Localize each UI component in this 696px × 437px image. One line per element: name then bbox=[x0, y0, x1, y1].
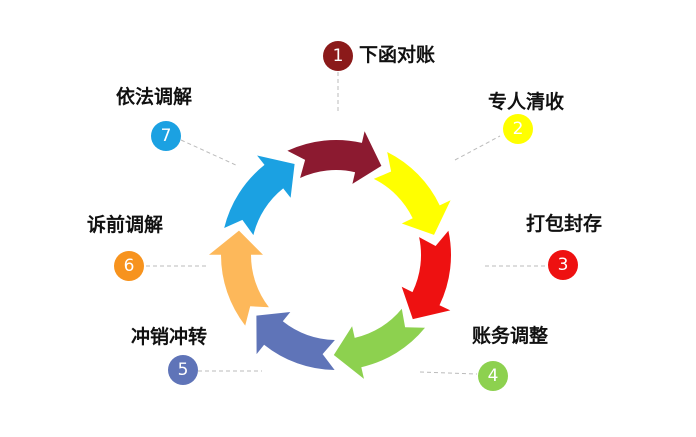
step-6-label: 诉前调解 bbox=[87, 214, 164, 236]
step-1-label: 下函对账 bbox=[359, 44, 436, 66]
connector-line-7 bbox=[180, 139, 239, 167]
step-5-label: 冲销冲转 bbox=[131, 326, 208, 348]
step-5-badge: 5 bbox=[168, 355, 198, 385]
cycle-arrow-5 bbox=[256, 312, 335, 370]
step-2-badge: 2 bbox=[503, 114, 533, 144]
cycle-arrow-4 bbox=[333, 308, 425, 379]
step-7-badge: 7 bbox=[151, 121, 181, 151]
connector-line-4 bbox=[419, 371, 478, 375]
cycle-arrow-3 bbox=[401, 230, 451, 320]
step-1-badge: 1 bbox=[323, 41, 353, 71]
step-4-badge: 4 bbox=[478, 361, 508, 391]
cycle-arrow-2 bbox=[373, 152, 451, 235]
step-7-label: 依法调解 bbox=[116, 86, 193, 108]
step-4-label: 账务调整 bbox=[472, 325, 549, 347]
step-2-label: 专人清收 bbox=[488, 91, 565, 113]
step-6-badge: 6 bbox=[114, 251, 144, 281]
cycle-arrow-7 bbox=[224, 155, 295, 236]
connector-line-2 bbox=[454, 135, 501, 161]
step-3-badge: 3 bbox=[548, 250, 578, 280]
cycle-arrow-6 bbox=[209, 230, 269, 326]
step-3-label: 打包封存 bbox=[526, 213, 603, 235]
cycle-arrow-1 bbox=[287, 131, 382, 184]
